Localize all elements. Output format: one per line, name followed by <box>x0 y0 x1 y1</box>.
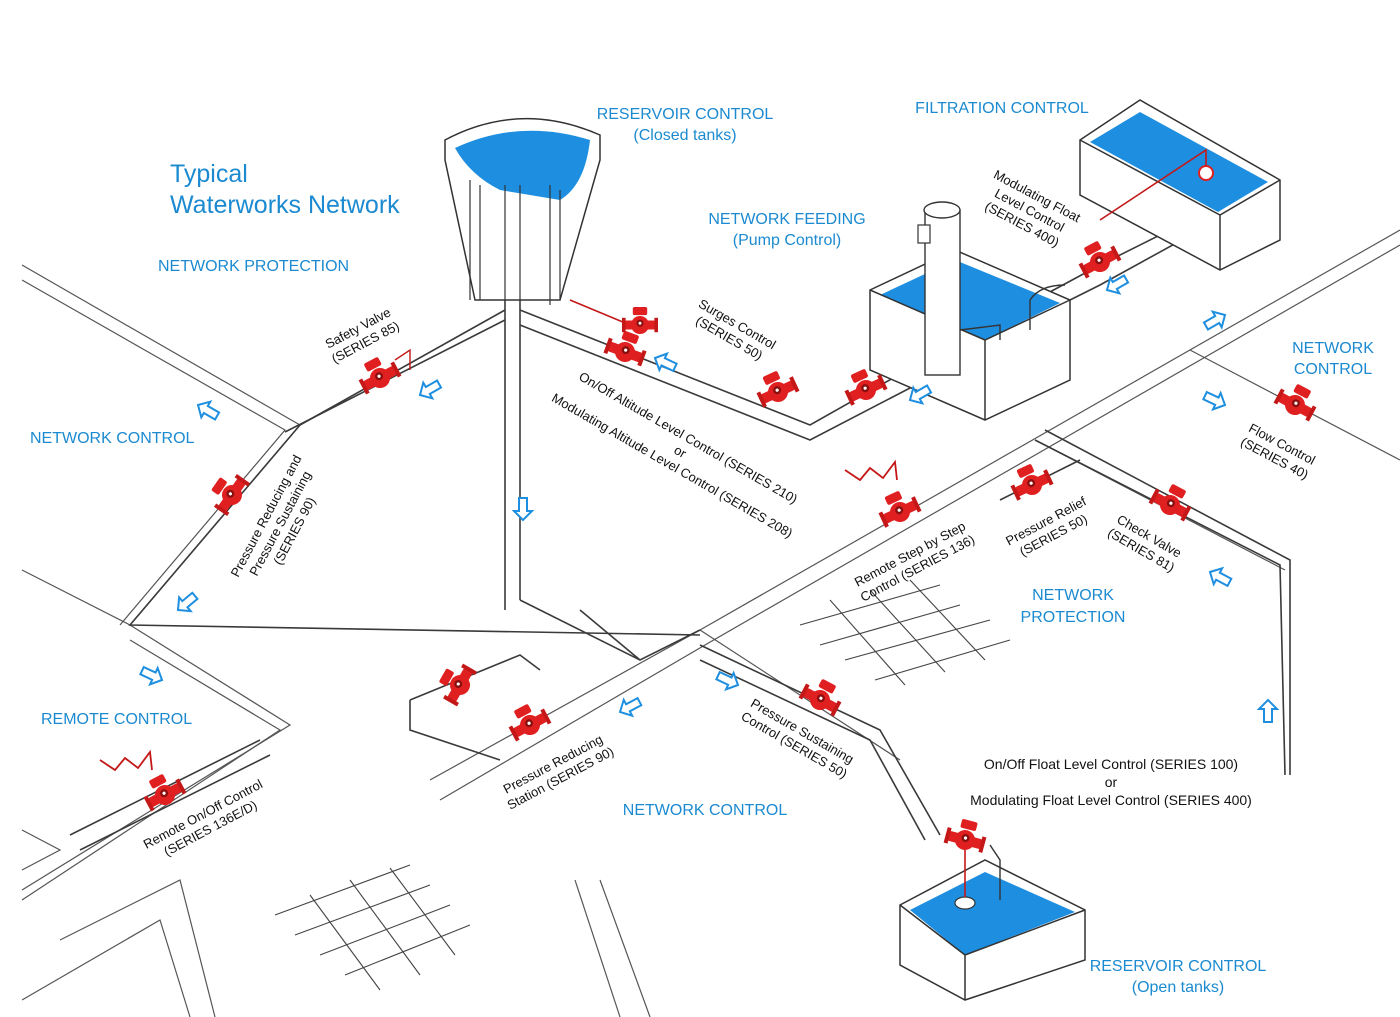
label-network-control-bottom: NETWORK CONTROL <box>623 802 788 819</box>
label-reservoir-closed: RESERVOIR CONTROL <box>597 106 774 123</box>
valve-label-check: Check Valve (SERIES 81) <box>1105 512 1184 575</box>
label-filtration: FILTRATION CONTROL <box>915 100 1089 117</box>
filtration-tank <box>1029 99 1281 330</box>
label-network-protection-mid: NETWORK <box>1032 587 1114 604</box>
flow-arrows <box>137 270 1278 723</box>
label-network-protection-top: NETWORK PROTECTION <box>158 258 349 275</box>
label-network-control-right: NETWORK <box>1292 340 1374 357</box>
control-lines <box>394 299 631 370</box>
valve-float-level-icon <box>943 815 990 855</box>
svg-text:Modulating Altitude Level Cont: Modulating Altitude Level Control (SERIE… <box>549 390 795 541</box>
valve-station-upper-icon <box>432 657 479 708</box>
water-tower <box>444 117 601 305</box>
radio-signal-icons <box>99 459 898 772</box>
valve-label-pressure-sustaining: Pressure Sustaining Control (SERIES 50) <box>739 696 857 782</box>
valve-surges-icon <box>751 365 801 410</box>
pump-station <box>869 201 1071 421</box>
valve-label-safety: Safety Valve (SERIES 85) <box>323 304 402 366</box>
label-reservoir-open-sub: (Open tanks) <box>1132 979 1224 996</box>
valve-station-icon <box>502 697 553 744</box>
label-network-protection-mid-2: PROTECTION <box>1021 609 1126 626</box>
valve-label-float-level: On/Off Float Level Control (SERIES 100) … <box>970 756 1252 808</box>
label-network-feeding-sub: (Pump Control) <box>733 232 841 249</box>
valve-label-surges: Surges Control (SERIES 50) <box>693 296 778 363</box>
label-reservoir-closed-sub: (Closed tanks) <box>633 127 736 144</box>
valve-remote-step-icon <box>873 485 923 530</box>
city-block-grid-2 <box>274 864 471 991</box>
valve-label-remote-step: Remote Step by Step Control (SERIES 136) <box>852 518 977 604</box>
label-reservoir-open: RESERVOIR CONTROL <box>1090 958 1267 975</box>
valve-modulating-float-icon <box>1072 234 1123 281</box>
label-network-control-left: NETWORK CONTROL <box>30 430 195 447</box>
open-tank <box>899 844 1086 1001</box>
svg-text:or: or <box>1105 774 1118 790</box>
valve-label-pressure-relief: Pressure Relief (SERIES 50) <box>1003 493 1090 559</box>
svg-text:Modulating Float Level Control: Modulating Float Level Control (SERIES 4… <box>970 792 1252 808</box>
label-network-control-right-2: CONTROL <box>1294 361 1372 378</box>
diagram-title-line-2: Waterworks Network <box>170 191 400 219</box>
valve-flow-icon <box>1272 377 1323 424</box>
valve-label-flow: Flow Control (SERIES 40) <box>1238 420 1318 482</box>
valve-altitude-top-icon <box>622 307 658 334</box>
valve-label-modulating-float: Modulating Float Level Control (SERIES 4… <box>983 167 1084 250</box>
city-block-grid-1 <box>799 579 1011 686</box>
svg-text:On/Off Float Level Control (SE: On/Off Float Level Control (SERIES 100) <box>984 756 1238 772</box>
valve-label-pressure-reducing-sustaining: Pressure Reducing and Pressure Sustainin… <box>228 452 319 579</box>
valve-safety-icon <box>352 350 403 397</box>
valve-remote-onoff-icon <box>137 767 188 814</box>
diagram-title-line-1: Typical <box>170 160 248 188</box>
valve-label-pressure-reducing-station: Pressure Reducing Station (SERIES 90) <box>501 731 617 812</box>
valve-check-icon <box>1147 477 1198 524</box>
valve-pressure-relief-icon <box>1005 458 1055 503</box>
label-network-feeding: NETWORK FEEDING <box>708 211 865 228</box>
label-remote-control: REMOTE CONTROL <box>41 711 192 728</box>
